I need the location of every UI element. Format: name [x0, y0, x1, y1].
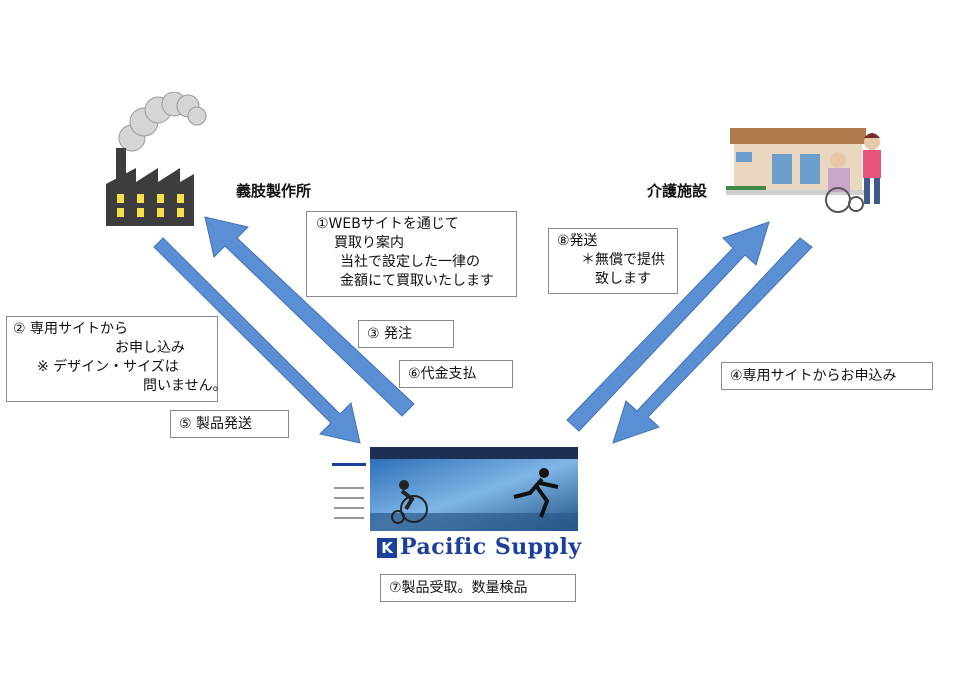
step-2-line-3: ※ デザイン・サイズは	[37, 359, 179, 375]
step-1-line-3: 当社で設定した一律の	[340, 254, 480, 270]
care-facility-icon	[726, 128, 881, 213]
step-4-box: ④専用サイトからお申込み	[721, 362, 933, 390]
step-5-label: ⑤ 製品発送	[179, 416, 253, 432]
step-2-box: ② 専用サイトから お申し込み ※ デザイン・サイズは 問いません。	[6, 316, 227, 402]
step-2-line-1: ② 専用サイトから	[13, 321, 129, 337]
step-8-line-2: ＊無償で提供	[581, 252, 665, 268]
step-6-box: ⑥代金支払	[399, 360, 513, 388]
step-8-line-3: 致します	[595, 271, 651, 287]
step-1-line-1: ①WEBサイトを通じて	[316, 216, 459, 232]
step-8-line-1: ⑧発送	[557, 233, 598, 249]
website-thumbnail-image	[332, 447, 578, 531]
step-7-label: ⑦製品受取。数量検品	[389, 580, 528, 596]
care-facility-label: 介護施設	[647, 182, 708, 200]
pacific-supply-logo-mark: K	[377, 538, 397, 558]
pacific-supply-logo: Pacific Supply	[400, 534, 582, 560]
arrow-factory-to-supplier	[153, 237, 361, 444]
website-screenshot	[332, 447, 578, 531]
step-1-line-2: 買取り案内	[334, 235, 404, 251]
step-2-line-4: 問いません。	[143, 378, 227, 394]
arrow-supplier-to-care	[566, 221, 770, 432]
step-1-line-4: 金額にて買取いたします	[340, 273, 494, 289]
step-3-label: ③ 発注	[367, 326, 413, 342]
manufacturer-label: 義肢製作所	[236, 182, 312, 200]
step-2-line-2: お申し込み	[115, 340, 185, 356]
step-6-label: ⑥代金支払	[408, 366, 477, 382]
step-8-box: ⑧発送 ＊無償で提供 致します	[548, 228, 678, 294]
factory-icon	[106, 92, 207, 226]
step-3-box: ③ 発注	[358, 320, 454, 348]
step-1-box: ①WEBサイトを通じて 買取り案内 当社で設定した一律の 金額にて買取いたします	[306, 211, 517, 297]
step-4-label: ④専用サイトからお申込み	[730, 368, 897, 384]
step-5-box: ⑤ 製品発送	[170, 410, 289, 438]
step-7-box: ⑦製品受取。数量検品	[380, 574, 576, 602]
arrow-care-to-supplier	[612, 237, 813, 444]
arrow-supplier-to-factory	[204, 216, 415, 417]
